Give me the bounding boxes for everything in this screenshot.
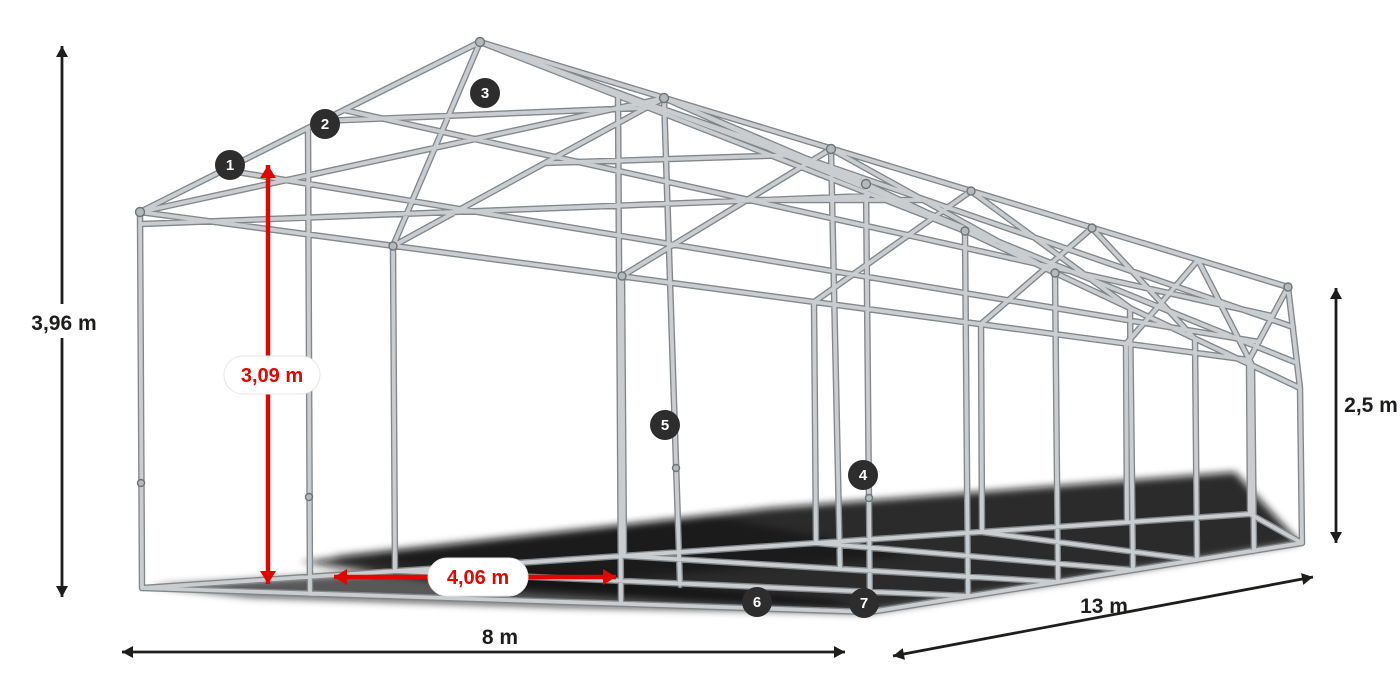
frame-joints <box>134 36 1293 503</box>
svg-text:1: 1 <box>226 157 234 174</box>
svg-text:2: 2 <box>321 116 329 133</box>
total-height-label: 3,96 m <box>31 312 96 335</box>
part-marker-4: 4 <box>848 460 878 490</box>
part-marker-3: 3 <box>470 78 500 108</box>
part-markers: 1 2 3 4 5 6 7 <box>215 78 879 618</box>
part-marker-1: 1 <box>215 150 245 180</box>
length-label: 13 m <box>1080 595 1128 618</box>
inner-width-label: 4,06 m <box>447 567 509 589</box>
frame-tubes <box>134 36 1303 613</box>
width-label: 8 m <box>482 626 518 649</box>
svg-text:6: 6 <box>753 594 761 611</box>
svg-text:3: 3 <box>481 85 489 102</box>
svg-text:7: 7 <box>860 595 868 612</box>
side-height-label: 2,5 m <box>1344 394 1398 417</box>
inner-width-pill <box>427 557 529 597</box>
part-marker-6: 6 <box>742 587 772 617</box>
inner-height-pill <box>223 355 321 395</box>
svg-text:5: 5 <box>661 417 669 434</box>
side-height-label-bg <box>1340 388 1400 420</box>
svg-text:4: 4 <box>859 467 868 484</box>
dimension-annotations: 3,96 m 8 m 13 m 2,5 m 3,09 m 4,06 m <box>18 46 1400 660</box>
total-height-label-bg <box>18 304 112 338</box>
inner-height-label: 3,09 m <box>241 365 303 387</box>
part-marker-2: 2 <box>310 109 340 139</box>
part-marker-7: 7 <box>849 588 879 618</box>
length-arrow <box>892 573 1314 660</box>
part-marker-5: 5 <box>650 410 680 440</box>
